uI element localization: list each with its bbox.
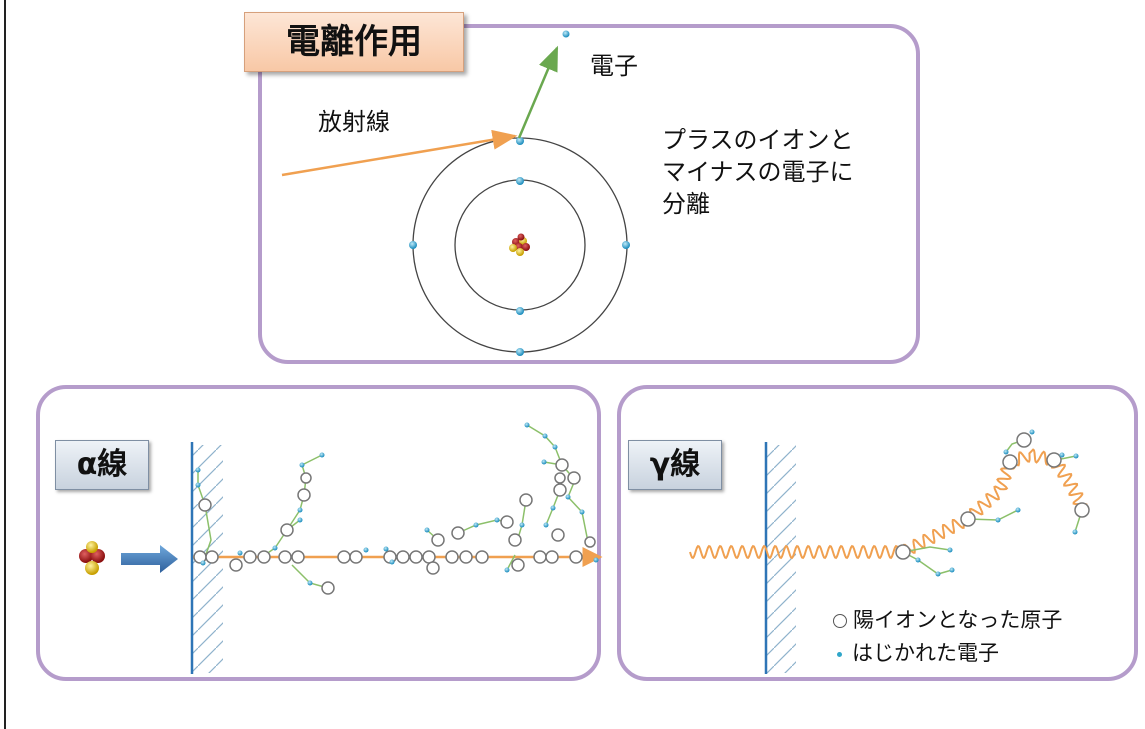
gamma-diagram	[689, 429, 1090, 674]
left-border-line	[4, 0, 6, 729]
ejected-electron-arrow	[517, 45, 559, 139]
small-dot-icon	[837, 651, 842, 657]
alpha-ionized-atoms	[193, 458, 596, 595]
gamma-ionized-atoms	[895, 432, 1090, 560]
atom-diagram	[281, 30, 630, 356]
legend-freed-electron: はじかれた電子	[833, 637, 999, 667]
description-line: 分離	[662, 190, 710, 218]
radiation-arrow	[281, 129, 518, 177]
gamma-ray-panel	[617, 385, 1138, 681]
alpha-ray-label: α線	[55, 440, 149, 490]
electron-label: 電子	[590, 52, 638, 80]
open-circle-icon	[833, 614, 847, 628]
gamma-freed-electrons	[915, 429, 1079, 577]
ionization-panel	[258, 24, 920, 364]
ejected-electron	[562, 30, 570, 38]
legend-text: はじかれた電子	[852, 641, 999, 665]
description-line: マイナスの電子に	[662, 158, 854, 186]
gamma-ray-label: γ線	[628, 440, 722, 490]
alpha-particle	[79, 541, 105, 575]
gamma-shield-hatch	[766, 445, 796, 673]
alpha-ray-panel	[36, 385, 601, 681]
alpha-freed-electrons	[195, 422, 599, 586]
nucleus	[509, 233, 530, 256]
alpha-diagram	[79, 422, 603, 674]
legend-ionized-atom: 陽イオンとなった原子	[833, 604, 1062, 634]
radiation-label: 放射線	[318, 108, 390, 136]
legend-text: 陽イオンとなった原子	[853, 608, 1063, 632]
title-ionization: 電離作用	[244, 12, 464, 72]
gamma-wave	[689, 448, 1088, 560]
alpha-incident-arrow	[121, 545, 178, 573]
orbit-electrons	[409, 137, 630, 356]
description-line: プラスのイオンと	[662, 126, 854, 154]
